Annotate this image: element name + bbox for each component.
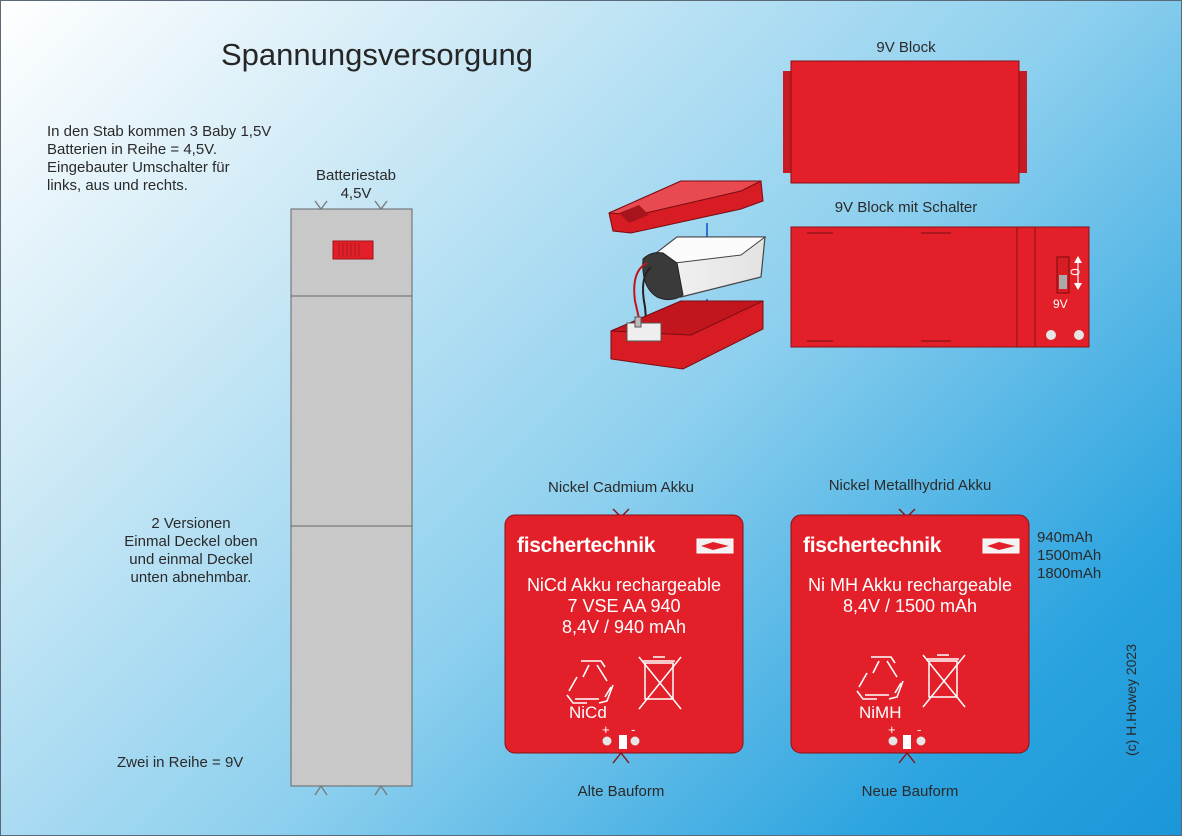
exploded-9v-holder bbox=[608, 180, 767, 370]
page-title: Spannungsversorgung bbox=[221, 37, 533, 72]
nimh-minus: - bbox=[917, 722, 922, 737]
nimh-chemistry: NiMH bbox=[859, 703, 902, 722]
rod-clips bbox=[314, 200, 388, 796]
nicd-chemistry: NiCd bbox=[569, 703, 607, 722]
battery-rod bbox=[290, 200, 413, 796]
nimh-pack bbox=[790, 508, 1030, 764]
nimh-plus: + bbox=[888, 722, 896, 737]
holder-lid bbox=[608, 180, 764, 234]
battery-rod-description: In den Stab kommen 3 Baby 1,5V Batterien… bbox=[47, 123, 272, 194]
nimh-bin-icon bbox=[922, 654, 966, 708]
nimh-heading: Nickel Metallhydrid Akku bbox=[828, 477, 992, 494]
nicd-recycle-icon bbox=[566, 660, 614, 704]
series-note: Zwei in Reihe = 9V bbox=[117, 754, 244, 771]
block-9v bbox=[783, 60, 1027, 184]
nicd-minus: - bbox=[631, 722, 636, 737]
block-9v-switch bbox=[790, 226, 1090, 348]
nicd-heading: Nickel Cadmium Akku bbox=[548, 479, 694, 496]
nicd-brand: fischertechnik bbox=[517, 534, 656, 557]
nicd-specs: NiCd Akku rechargeable 7 VSE AA 940 8,4V… bbox=[526, 575, 722, 637]
switch-zero-mark: 0 bbox=[1067, 268, 1083, 276]
9v-cell bbox=[642, 236, 767, 301]
block-9v-label: 9V Block bbox=[876, 39, 936, 56]
nicd-pack bbox=[504, 508, 744, 764]
copyright-note: (c) H.Howey 2023 bbox=[1123, 643, 1139, 757]
capacity-list: 940mAh 1500mAh 1800mAh bbox=[1037, 529, 1102, 582]
new-form-label: Neue Bauform bbox=[861, 783, 959, 800]
holder-base bbox=[610, 300, 764, 370]
switch-voltage-mark: 9V bbox=[1053, 297, 1068, 311]
nimh-specs: Ni MH Akku rechargeable 8,4V / 1500 mAh bbox=[807, 575, 1013, 616]
old-form-label: Alte Bauform bbox=[577, 783, 665, 800]
nicd-plus: + bbox=[602, 722, 610, 737]
battery-rod-label: Batteriestab 4,5V bbox=[315, 167, 397, 202]
block-9v-switch-label: 9V Block mit Schalter bbox=[834, 199, 978, 216]
nicd-bin-icon bbox=[638, 656, 682, 710]
versions-note: 2 Versionen Einmal Deckel oben und einma… bbox=[124, 515, 258, 586]
nimh-brand: fischertechnik bbox=[803, 534, 942, 557]
nimh-recycle-icon bbox=[856, 656, 904, 700]
